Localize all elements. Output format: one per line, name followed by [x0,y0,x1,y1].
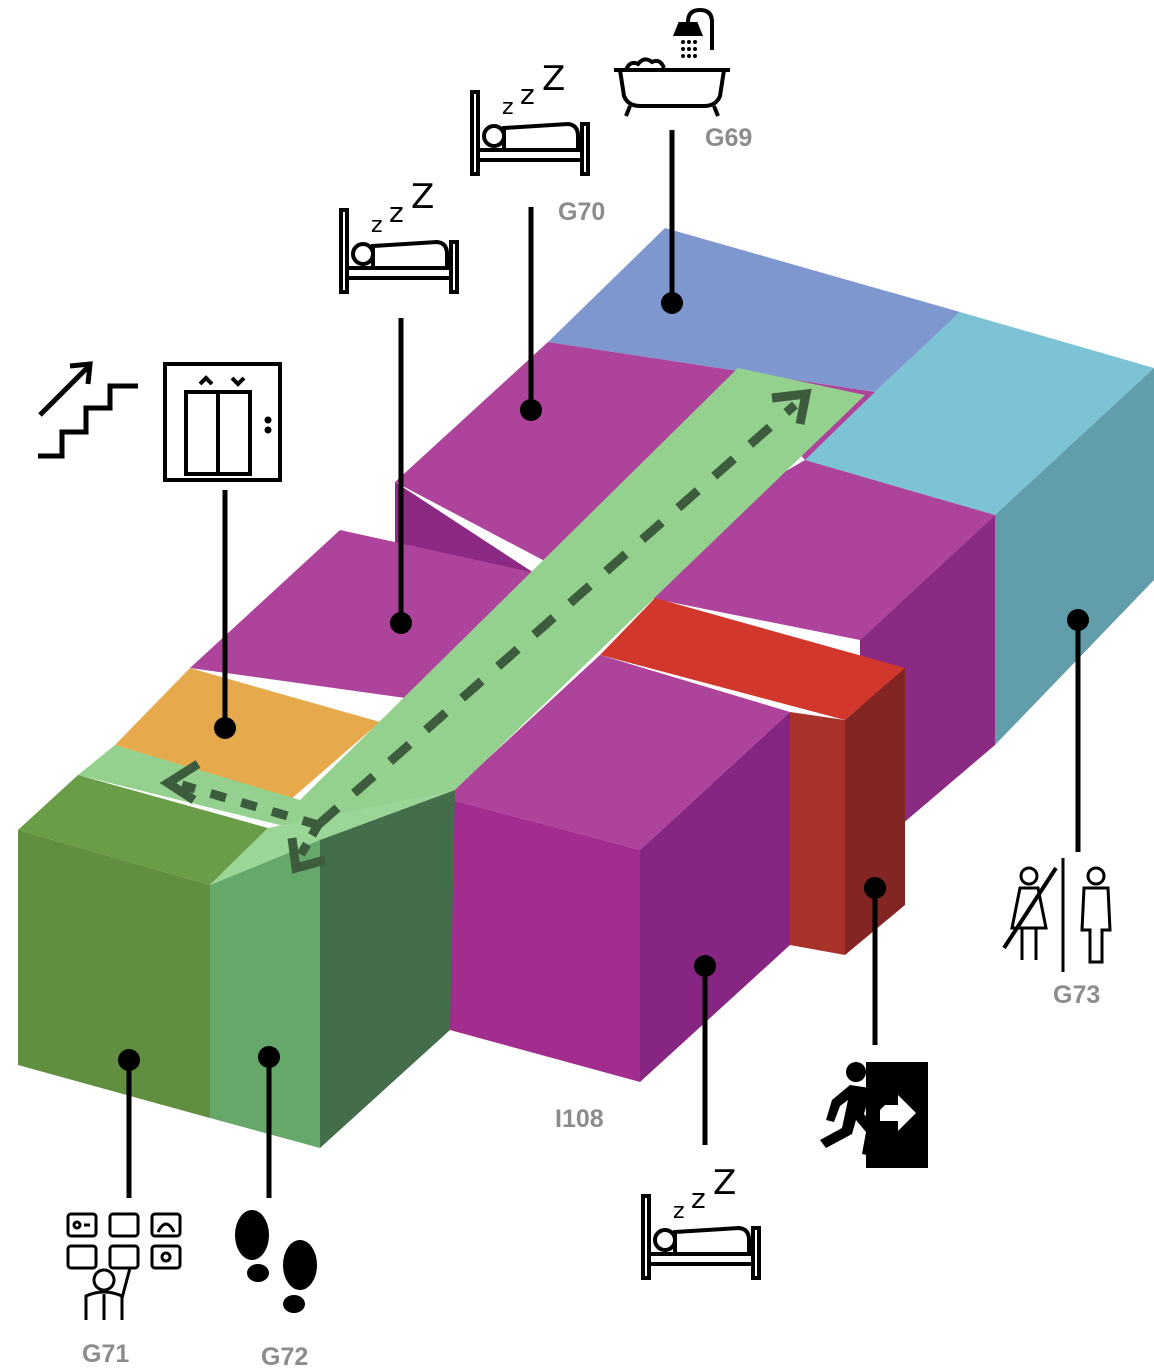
pin-bed-mid [390,612,412,634]
room-g72-top [210,790,455,885]
pin-g73 [1067,609,1089,631]
room-exit-side [845,668,905,955]
room-g73-side [995,368,1154,745]
room-bed-mid-top [190,530,590,700]
label-g72: G72 [261,1343,308,1369]
elevator-icon [163,362,282,482]
route-arrows [159,388,812,874]
pin-circulation [214,717,236,739]
room-g69-top [548,228,960,392]
bed-sleep-icon-i108 [641,1161,761,1280]
emergency-exit-icon [820,1062,928,1168]
room-purple-right-top [590,460,995,640]
room-g71-top [18,775,268,885]
bed-sleep-icon-g70 [470,57,590,176]
pin-g69 [661,292,683,314]
room-i108-side [640,712,790,1082]
label-g73: G73 [1053,981,1100,1009]
room-circulation-top [115,668,380,800]
corridor [78,368,865,835]
label-g71: G71 [82,1340,129,1368]
bathtub-shower-icon [614,7,730,117]
label-g69: G69 [705,124,752,152]
footprints-icon [235,1210,317,1313]
pin-g70 [520,399,542,421]
label-g70: G70 [558,198,605,226]
bed-sleep-icon-mid [339,175,459,294]
room-g71-front [18,830,210,1118]
room-g73-top [805,312,1154,515]
room-exit-top [600,598,905,720]
room-g72-side [320,790,455,1148]
toilet-male-only-icon [1002,858,1112,972]
pin-g71 [118,1049,140,1071]
room-g72-front [210,840,320,1148]
room-exit-front [790,712,845,955]
stairs-icon [38,361,138,459]
room-i108-top [445,655,790,850]
control-panel-operator-icon [66,1212,182,1320]
label-i108: I108 [555,1105,604,1133]
room-i108-front [445,798,640,1082]
pin-g72 [258,1046,280,1068]
pin-exit [864,877,886,899]
pin-i108 [694,955,716,977]
